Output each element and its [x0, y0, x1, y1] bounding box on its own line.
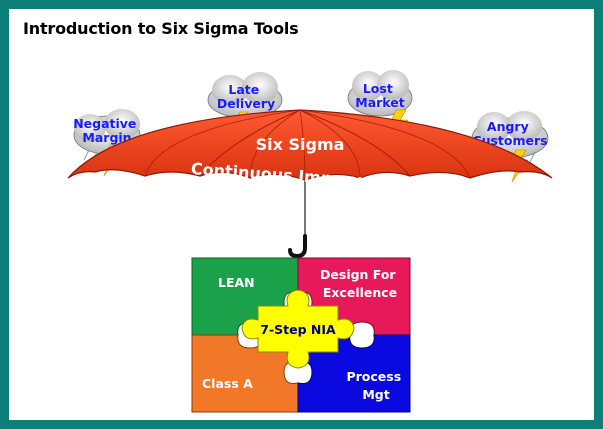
page-title: Introduction to Six Sigma Tools: [23, 19, 299, 38]
cloud-label: Negative Margin: [73, 116, 141, 145]
puzzle-label-lean: LEAN: [218, 275, 255, 290]
puzzle-label-nia: 7-Step NIA: [260, 322, 336, 337]
puzzle-label-process: Process Mgt: [346, 369, 405, 402]
umbrella-label-line1: Six Sigma: [256, 135, 345, 154]
cloud-label: Lost Market: [355, 81, 404, 110]
puzzle-label-class-a: Class A: [202, 376, 253, 391]
umbrella-handle: [288, 234, 307, 259]
puzzle: LEAN Design For Excellence 7-Step NIA Cl…: [191, 257, 411, 413]
puzzle-piece-nia: [241, 289, 355, 369]
puzzle-label-dfe: Design For Excellence: [320, 267, 400, 300]
puzzle-piece-process: [297, 334, 411, 413]
cloud-label: Late Delivery: [217, 82, 275, 111]
